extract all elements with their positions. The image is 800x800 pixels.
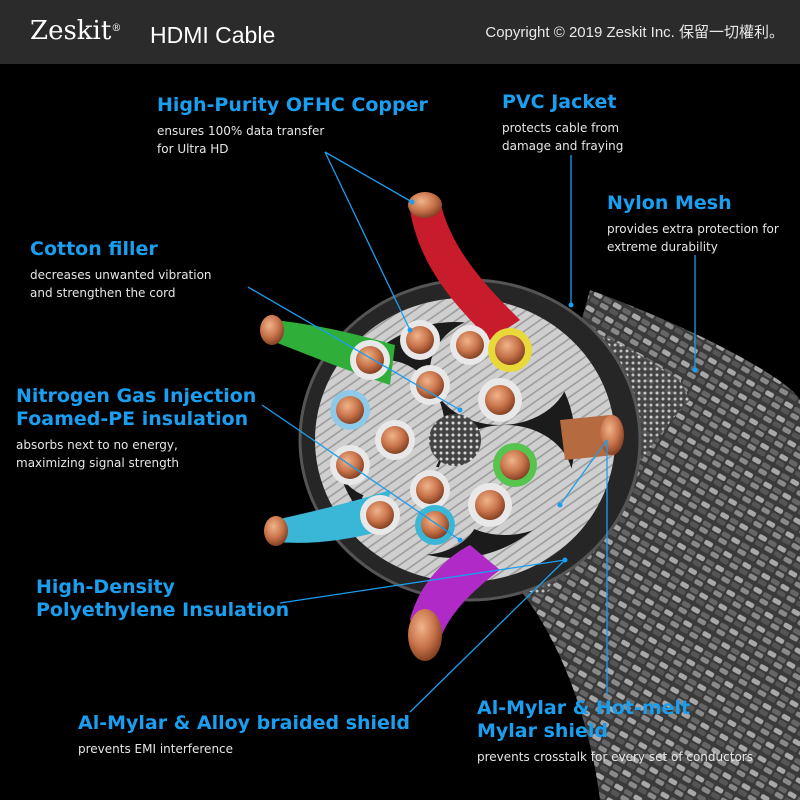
callout-nitrogen-desc-line2: maximizing signal strength [16, 456, 180, 470]
callout-cotton: Cotton filler decreases unwanted vibrati… [30, 238, 212, 302]
product-title: HDMI Cable [150, 22, 276, 48]
red-wire [408, 192, 520, 340]
callout-nylon: Nylon Mesh provides extra protection for… [607, 192, 779, 256]
callout-hdpe-title-line2: Polyethylene Insulation [36, 599, 290, 621]
header-bar: Zeskit® HDMI Cable Copyright © 2019 Zesk… [0, 0, 800, 64]
callout-almylar-hotmelt: Al-Mylar & Hot-melt Mylar shield prevent… [477, 697, 753, 766]
callout-copper: High-Purity OFHC Copper ensures 100% dat… [157, 94, 428, 158]
callout-pvc-desc: protects cable from damage and fraying [502, 119, 623, 155]
brand-logo: Zeskit® [30, 16, 122, 46]
callout-copper-title: High-Purity OFHC Copper [157, 94, 428, 116]
callout-almylar-alloy: Al-Mylar & Alloy braided shield prevents… [78, 712, 410, 758]
callout-lines [247, 151, 696, 713]
callout-pvc: PVC Jacket protects cable from damage an… [502, 91, 623, 155]
callout-cotton-desc-line1: decreases unwanted vibration [30, 268, 212, 282]
callout-copper-desc-line2: for Ultra HD [157, 142, 229, 156]
callout-almylar-hotmelt-title-line1: Al-Mylar & Hot-melt [477, 697, 691, 719]
callout-nitrogen: Nitrogen Gas Injection Foamed-PE insulat… [16, 385, 256, 472]
callout-pvc-desc-line1: protects cable from [502, 121, 620, 135]
callout-almylar-alloy-desc: prevents EMI interference [78, 742, 234, 756]
callout-hdpe-title-line1: High-Density [36, 576, 175, 598]
callout-dots [407, 199, 698, 563]
callout-nylon-title: Nylon Mesh [607, 192, 732, 214]
callout-copper-desc-line1: ensures 100% data transfer [157, 124, 325, 138]
purple-wire [408, 545, 500, 661]
callout-hdpe: High-Density Polyethylene Insulation [36, 576, 289, 622]
copyright-text: Copyright © 2019 Zeskit Inc. 保留一切權利。 [485, 24, 784, 41]
callout-almylar-hotmelt-title-line2: Mylar shield [477, 720, 608, 742]
copper-wire-right [560, 415, 624, 460]
callout-pvc-desc-line2: damage and fraying [502, 139, 624, 153]
callout-cotton-desc: decreases unwanted vibration and strengt… [30, 266, 212, 302]
callout-nitrogen-title-line2: Foamed-PE insulation [16, 408, 249, 430]
callout-nylon-desc-line1: provides extra protection for [607, 222, 779, 236]
callout-cotton-title: Cotton filler [30, 238, 158, 260]
callout-almylar-alloy-title: Al-Mylar & Alloy braided shield [78, 712, 411, 734]
callout-nitrogen-desc-line1: absorbs next to no energy, [16, 438, 178, 452]
callout-almylar-hotmelt-desc: prevents crosstalk for every set of cond… [477, 750, 753, 764]
callout-copper-desc: ensures 100% data transfer for Ultra HD [157, 122, 428, 158]
callout-nylon-desc: provides extra protection for extreme du… [607, 220, 779, 256]
callout-nylon-desc-line2: extreme durability [607, 240, 718, 254]
callout-nitrogen-title-line1: Nitrogen Gas Injection [16, 385, 257, 407]
callout-nitrogen-desc: absorbs next to no energy, maximizing si… [16, 436, 256, 472]
callout-pvc-title: PVC Jacket [502, 91, 617, 113]
cotton-filler [429, 414, 481, 466]
callout-cotton-desc-line2: and strengthen the cord [30, 286, 176, 300]
cyan-wire [264, 490, 390, 546]
